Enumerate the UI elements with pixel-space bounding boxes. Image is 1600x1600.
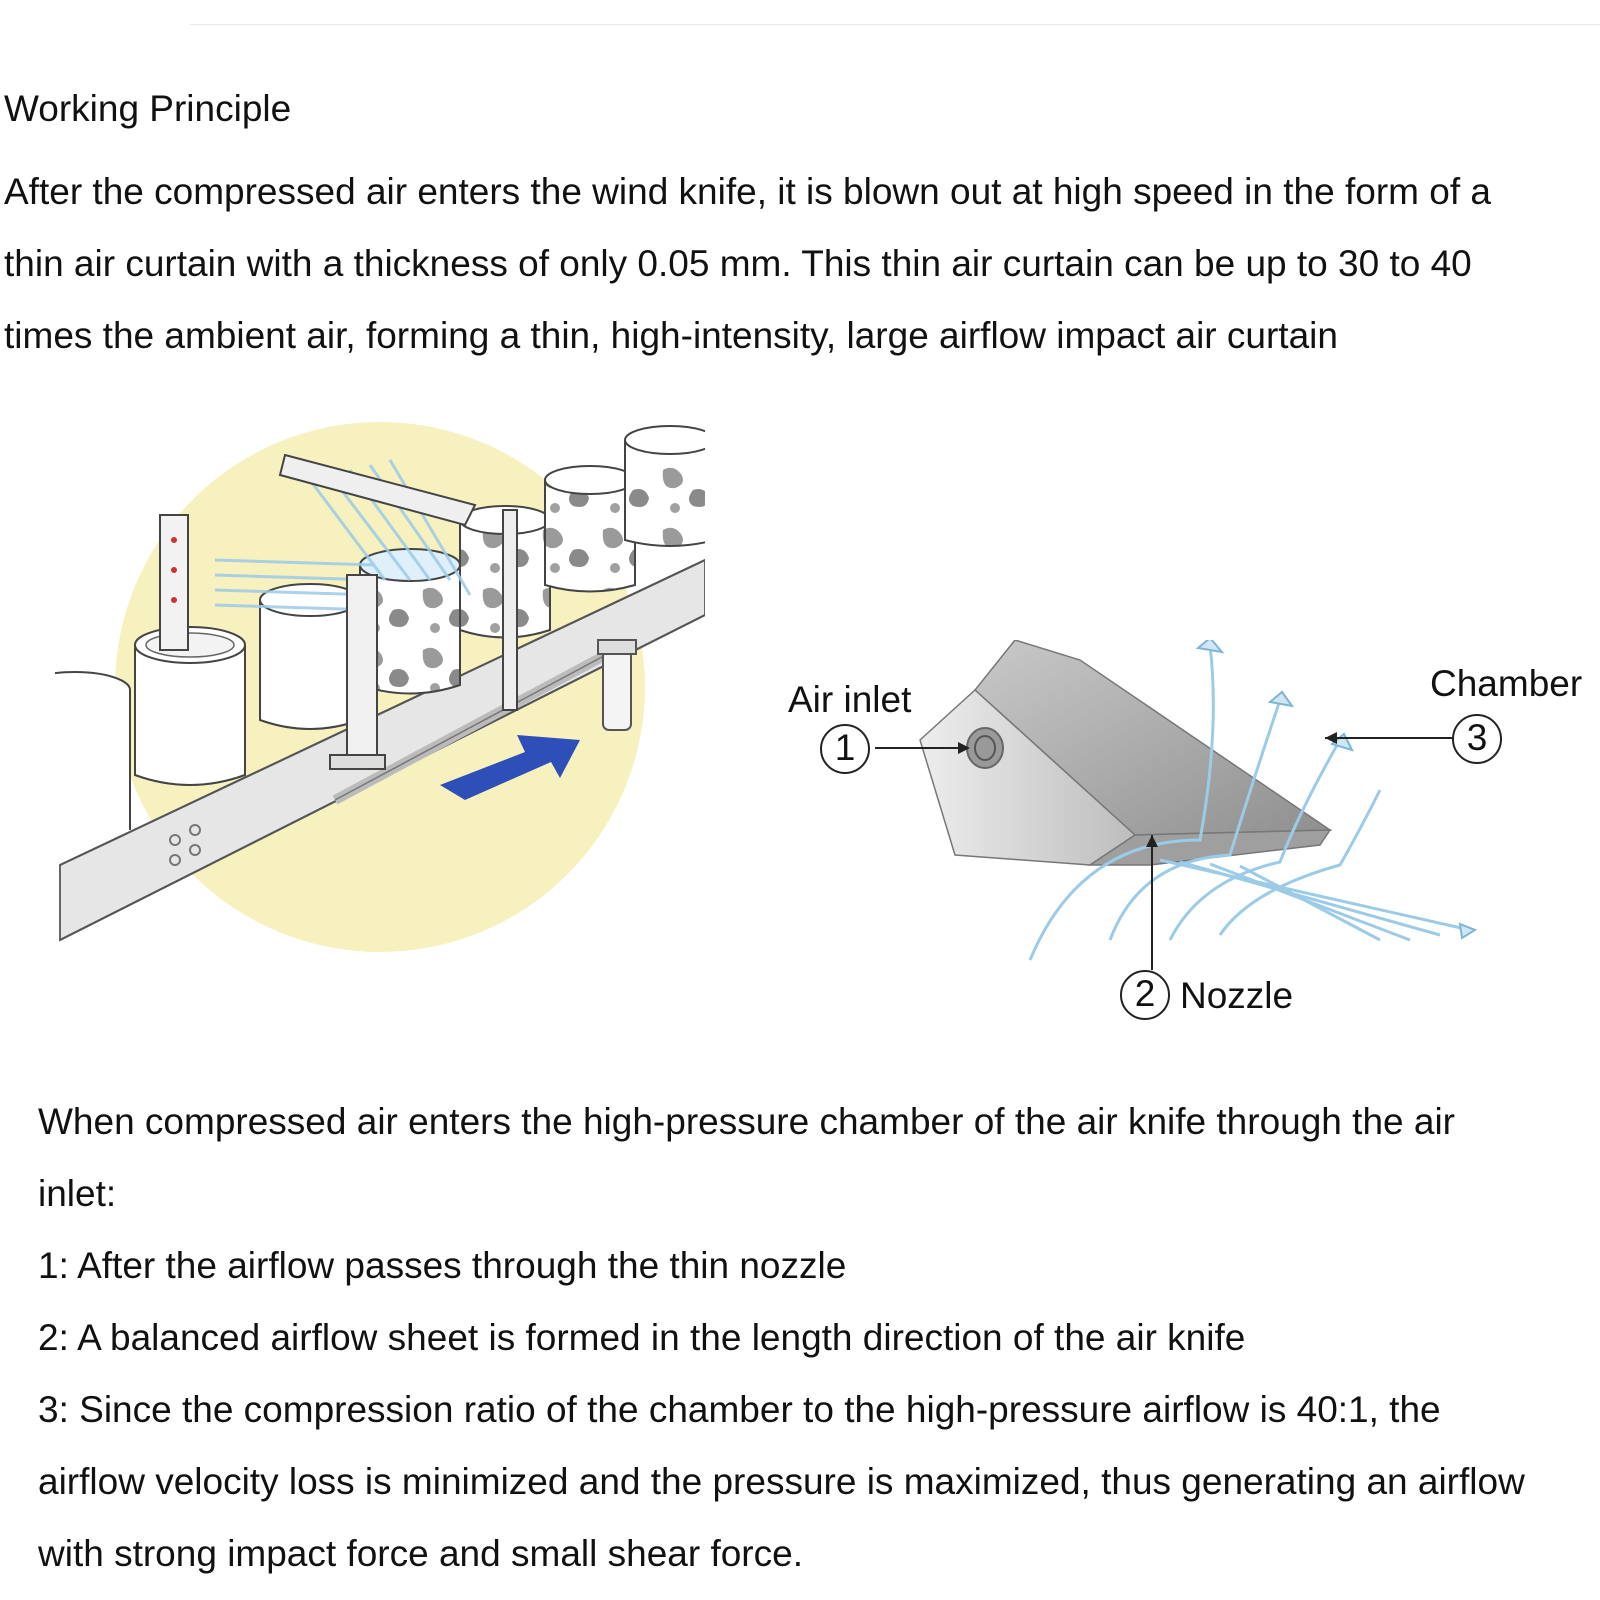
inlet-port <box>966 727 1004 769</box>
intro-line: times the ambient air, forming a thin, h… <box>4 315 1338 356</box>
direction-arrow <box>440 735 580 800</box>
conveyor-drawing <box>55 422 705 952</box>
explanation-paragraph: When compressed air enters the high-pres… <box>38 1086 1598 1590</box>
chamber-label: Chamber <box>1430 663 1583 704</box>
top-air-knife <box>278 453 477 527</box>
explanation-line: 3: Since the compression ratio of the ch… <box>38 1389 1441 1430</box>
intro-line: thin air curtain with a thickness of onl… <box>4 243 1472 284</box>
explanation-line: When compressed air enters the high-pres… <box>38 1101 1456 1142</box>
intro-line: After the compressed air enters the wind… <box>4 171 1491 212</box>
conveyor-illustration <box>55 400 720 970</box>
explanation-line: 2: A balanced airflow sheet is formed in… <box>38 1317 1246 1358</box>
nozzle-label: Nozzle <box>1180 975 1294 1016</box>
chamber-number: 3 <box>1452 714 1502 764</box>
explanation-line: with strong impact force and small shear… <box>38 1533 803 1574</box>
section-heading: Working Principle <box>4 88 292 129</box>
air-inlet-number: 1 <box>820 724 870 774</box>
air-knife-diagram: Air inlet 1 Chamber 3 2 Nozzle <box>780 636 1600 1060</box>
air-filter <box>602 649 632 731</box>
explanation-line: 1: After the airflow passes through the … <box>38 1245 847 1286</box>
top-divider <box>190 24 1600 25</box>
airflow-arrows <box>1028 644 1471 961</box>
air-inlet-label: Air inlet <box>788 679 912 720</box>
explanation-line: inlet: <box>38 1173 117 1214</box>
intro-paragraph: After the compressed air enters the wind… <box>4 156 1594 372</box>
nozzle-number: 2 <box>1120 970 1170 1020</box>
air-knife-drawing <box>875 636 1478 970</box>
explanation-line: airflow velocity loss is minimized and t… <box>38 1461 1525 1502</box>
vertical-air-knife <box>159 514 189 651</box>
